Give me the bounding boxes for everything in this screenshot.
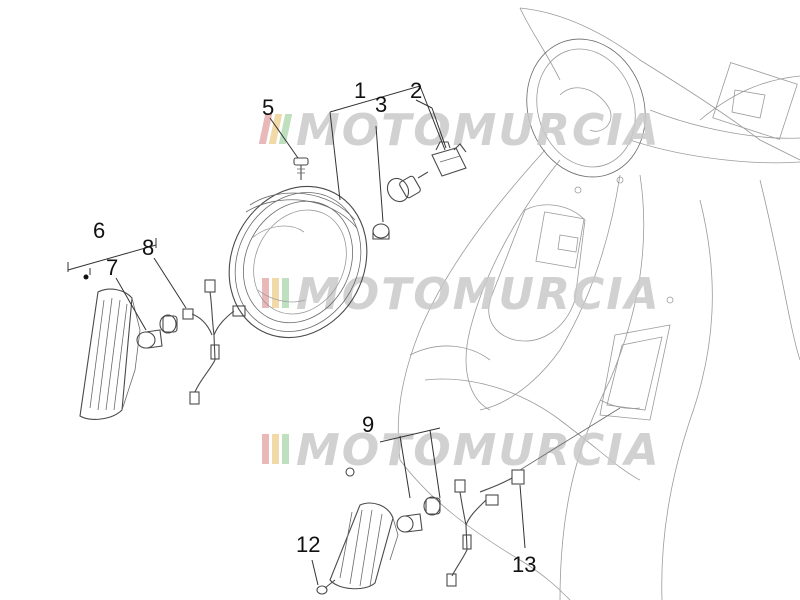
callout-3: 3 — [375, 92, 387, 117]
screw-icon — [293, 157, 309, 180]
callout-12: 12 — [296, 532, 320, 557]
callout-labels: 1 2 3 5 6 7 8 9 12 13 — [93, 78, 536, 577]
wiring-harness-icon — [446, 469, 525, 587]
callout-8: 8 — [142, 235, 154, 260]
screw-icon — [345, 467, 355, 477]
wiring-harness-icon — [182, 279, 246, 405]
headlight-assembly-icon — [228, 185, 368, 339]
callout-1: 1 — [354, 78, 366, 103]
watermark-text: MOTOMURCIA — [296, 105, 661, 156]
front-shield-body-icon — [397, 7, 800, 600]
callout-9: 9 — [362, 412, 374, 437]
bulb-icon — [396, 496, 441, 533]
watermark-bottom: MOTOMURCIA — [262, 425, 661, 476]
screw-icon — [316, 579, 336, 595]
bulb-icon — [136, 314, 178, 349]
turn-signal-lens-icon — [79, 288, 141, 420]
callout-5: 5 — [262, 95, 274, 120]
watermark-text: MOTOMURCIA — [296, 425, 661, 476]
bulb-icon — [372, 171, 429, 240]
callout-2: 2 — [410, 78, 422, 103]
leader-lines — [67, 85, 621, 586]
callout-6: 6 — [93, 218, 105, 243]
callout-7: 7 — [106, 255, 118, 280]
watermark-top: MOTOMURCIA — [258, 105, 661, 156]
callout-13: 13 — [512, 552, 536, 577]
watermark-text: MOTOMURCIA — [296, 269, 661, 320]
turn-signal-lens-icon — [329, 502, 399, 590]
